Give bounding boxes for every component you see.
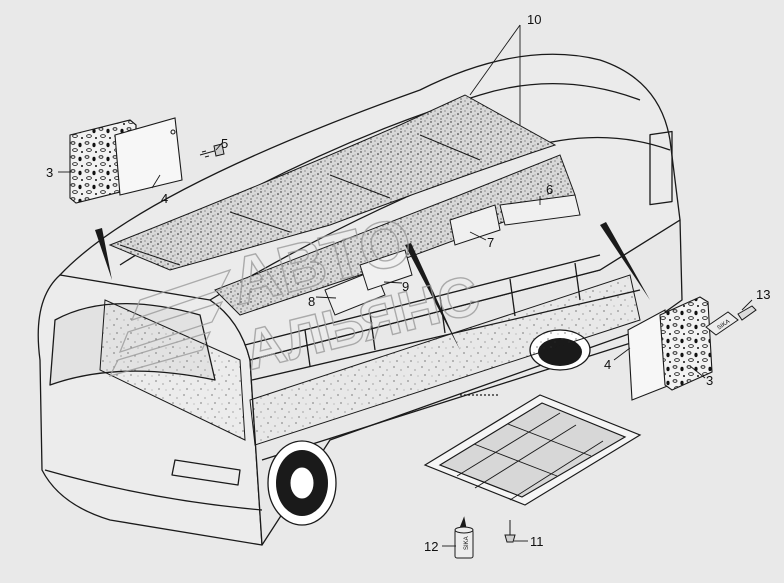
callout-9: 9 bbox=[402, 279, 409, 294]
interior-parts bbox=[324, 194, 581, 316]
callout-12: 12 bbox=[424, 539, 438, 554]
part-6 bbox=[499, 194, 581, 226]
side-panels bbox=[99, 274, 641, 446]
callout-4-right: 4 bbox=[604, 357, 611, 372]
part-7 bbox=[449, 204, 501, 246]
wheel-front bbox=[267, 440, 337, 526]
screw-11 bbox=[504, 520, 516, 543]
sealant-tube-13 bbox=[705, 305, 757, 336]
roof-hatch bbox=[423, 394, 642, 506]
callout-3-right: 3 bbox=[706, 373, 713, 388]
callout-13: 13 bbox=[756, 287, 770, 302]
callout-5: 5 bbox=[221, 136, 228, 151]
roof-insulation-strips bbox=[108, 94, 576, 316]
leader-lines bbox=[58, 24, 753, 547]
watermark-logo bbox=[108, 268, 232, 378]
callout-7: 7 bbox=[487, 235, 494, 250]
callout-10: 10 bbox=[527, 12, 541, 27]
callout-8: 8 bbox=[308, 294, 315, 309]
part-9 bbox=[359, 249, 413, 291]
callout-3-left: 3 bbox=[46, 165, 53, 180]
screw-5 bbox=[199, 143, 225, 158]
callout-4-left: 4 bbox=[161, 191, 168, 206]
panel-left bbox=[114, 117, 183, 196]
callout-6: 6 bbox=[546, 182, 553, 197]
foam-block-right bbox=[659, 296, 713, 391]
callout-11: 11 bbox=[530, 534, 544, 549]
stamp-tube-12: SIKA bbox=[464, 536, 470, 550]
pointer-wedges bbox=[95, 222, 650, 350]
callout-labels: 3 4 5 10 6 7 8 9 13 4 3 12 11 bbox=[46, 12, 770, 554]
sealant-tube-12 bbox=[454, 516, 474, 559]
